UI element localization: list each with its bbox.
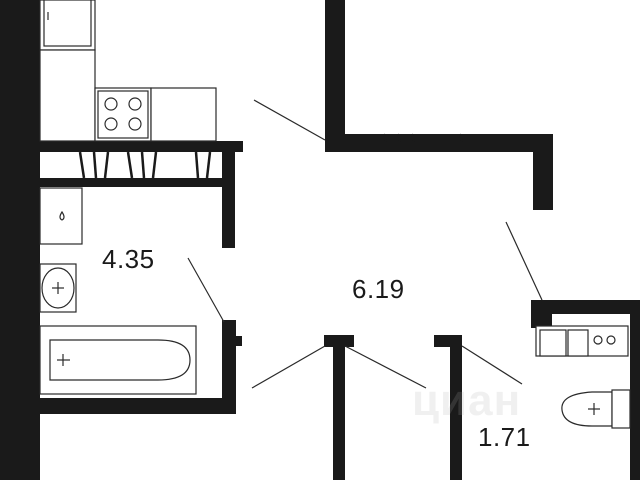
door-swing-hall-left — [251, 345, 326, 389]
wall-top-horizontal — [325, 134, 553, 152]
stove-burner — [128, 97, 142, 111]
toilet-fixtures — [535, 325, 631, 429]
door-swing-hall-center — [344, 345, 427, 389]
bathroom-fixtures — [39, 187, 197, 395]
kitchen-cabinet-right — [150, 87, 217, 142]
window-ticks — [78, 133, 463, 179]
wall-bath-door-stub — [232, 336, 242, 346]
stove-top — [97, 90, 149, 139]
wall-right-edge — [630, 300, 640, 480]
watermark: циан — [412, 376, 522, 425]
wall-bath-top — [38, 178, 224, 187]
kitchen-fixtures — [39, 0, 217, 142]
toilet-tank — [611, 389, 631, 429]
door-swing-right — [505, 221, 543, 301]
stove-burner — [104, 117, 118, 131]
stove-burner — [104, 97, 118, 111]
kitchen-counter — [39, 49, 96, 142]
wall-center — [333, 335, 345, 480]
door-swing-bath — [187, 257, 225, 323]
bathtub-inner — [49, 339, 191, 381]
stove-burner — [128, 117, 142, 131]
wall-bath-right-upper — [222, 150, 235, 248]
wall-toilet-left — [450, 335, 462, 480]
door-swing-toilet — [461, 345, 523, 385]
wall-toilet-top — [531, 300, 640, 314]
wall-left-outer — [0, 0, 40, 480]
wall-bath-bottom — [38, 398, 236, 414]
wall-kitchen-bath-divider — [38, 141, 243, 152]
kitchen-sink-inner — [43, 0, 92, 47]
door-swing-kitchen — [253, 99, 326, 141]
room-area-toilet: 1.71 — [478, 422, 531, 452]
wall-top-pillar — [325, 0, 345, 152]
wall-toilet-top-cap — [531, 300, 552, 328]
toilet-bowl — [561, 391, 613, 427]
room-area-hallway: 6.19 — [352, 274, 405, 304]
door-swings — [187, 99, 543, 389]
wall-right-stub — [533, 134, 553, 210]
room-area-bathroom: 4.35 — [102, 244, 155, 274]
